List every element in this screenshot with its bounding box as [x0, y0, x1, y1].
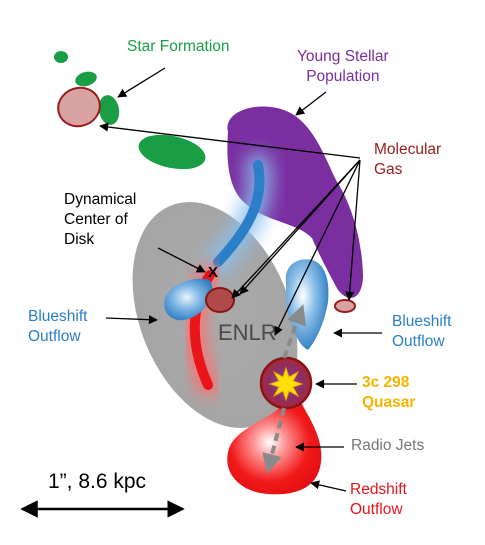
star-formation-regions — [54, 51, 206, 170]
star-formation-label: Star Formation — [127, 38, 230, 55]
quasar-star-icon — [268, 366, 304, 402]
dynamical-center-marker: X — [208, 264, 218, 281]
arrow-star-formation — [117, 67, 166, 98]
dynamical-center-label: Dynamical Center of Disk — [64, 191, 137, 248]
molecular-gas-label: Molecular Gas — [374, 141, 442, 178]
arrow-redshift — [310, 480, 347, 492]
blueshift-outflow-left — [164, 278, 214, 321]
star-formation-blob — [98, 95, 120, 125]
arrow-dynamical-center — [157, 247, 206, 273]
star-formation-blob — [138, 134, 206, 170]
blueshift-jet — [205, 152, 273, 275]
quasar — [259, 356, 313, 410]
young-stellar-label: Young Stellar Population — [297, 48, 389, 85]
star-formation-blob — [75, 71, 97, 87]
radio-jets — [262, 304, 306, 474]
scale-bar-label: 1”, 8.6 kpc — [48, 470, 147, 493]
molecular-gas-clump — [334, 299, 356, 313]
molecular-gas-clump — [205, 287, 235, 313]
arrow-gas-center-b — [239, 159, 361, 295]
pointer-arrows — [99, 67, 382, 492]
redshift-outflow-label: Redshift Outflow — [350, 481, 407, 518]
arrow-gas-mid — [274, 159, 361, 336]
enlr-region — [132, 202, 298, 428]
arrow-blueshift-left — [105, 315, 158, 325]
radio-jets-label: Radio Jets — [351, 437, 425, 454]
blueshift-outflow-left-label: Blueshift Outflow — [28, 308, 88, 345]
arrow-gas-topleft — [99, 122, 361, 159]
star-formation-blob — [54, 51, 68, 63]
quasar-label: 3c 298 Quasar — [362, 374, 416, 411]
arrow-gas-right — [345, 159, 361, 301]
blueshift-outflow-right-label: Blueshift Outflow — [392, 313, 452, 350]
enlr-label: ENLR — [218, 320, 277, 345]
arrow-young-stellar — [295, 91, 327, 116]
molecular-gas-clump — [57, 86, 101, 128]
